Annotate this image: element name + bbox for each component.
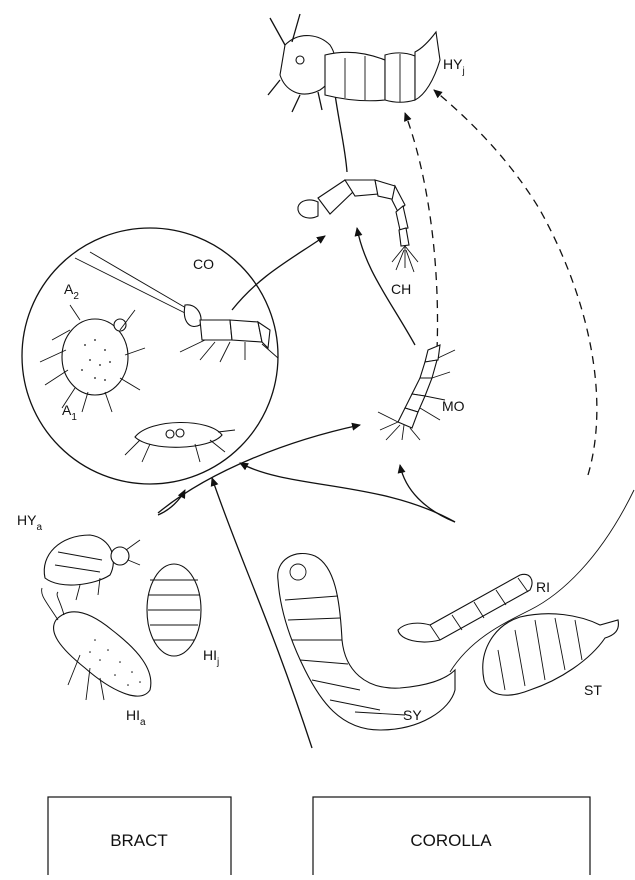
arrow-mo-to-hyj-dashed bbox=[405, 113, 438, 350]
label-ri: RI bbox=[536, 579, 550, 595]
label-a2: A2 bbox=[64, 281, 79, 302]
label-co: CO bbox=[193, 256, 214, 272]
arrow-co-to-ch bbox=[232, 236, 325, 310]
corolla-label: COROLLA bbox=[410, 831, 492, 850]
corolla-box: COROLLA bbox=[313, 797, 590, 875]
label-ch: CH bbox=[391, 281, 411, 297]
chironomid-larva-illustration bbox=[298, 180, 418, 272]
bract-box: BRACT bbox=[48, 797, 231, 875]
label-hy-j: HYj bbox=[443, 56, 465, 77]
hister-larva-illustration bbox=[147, 564, 201, 656]
hymenoptera-adult-illustration bbox=[44, 535, 140, 600]
label-hy-a: HYa bbox=[17, 512, 42, 533]
inset-circle bbox=[22, 228, 278, 484]
arrow-ri-to-mo bbox=[400, 465, 455, 522]
arrows-dashed bbox=[405, 90, 597, 475]
label-sy: SY bbox=[403, 707, 422, 723]
a1-mite-illustration bbox=[125, 422, 235, 462]
mosquito-larva-illustration bbox=[378, 345, 455, 440]
label-a1: A1 bbox=[62, 402, 77, 423]
hister-adult-illustration bbox=[42, 588, 151, 700]
label-st: ST bbox=[584, 682, 602, 698]
label-hi-j: HIj bbox=[203, 647, 219, 668]
bract-label: BRACT bbox=[110, 831, 168, 850]
hymenoptera-larva-illustration bbox=[268, 14, 440, 112]
arrow-st-to-hyj-dashed bbox=[434, 90, 597, 475]
label-hi-a: HIa bbox=[126, 707, 146, 728]
arrow-ri-to-mites bbox=[240, 463, 455, 522]
label-mo: MO bbox=[442, 398, 465, 414]
a2-mite-illustration bbox=[40, 305, 145, 412]
